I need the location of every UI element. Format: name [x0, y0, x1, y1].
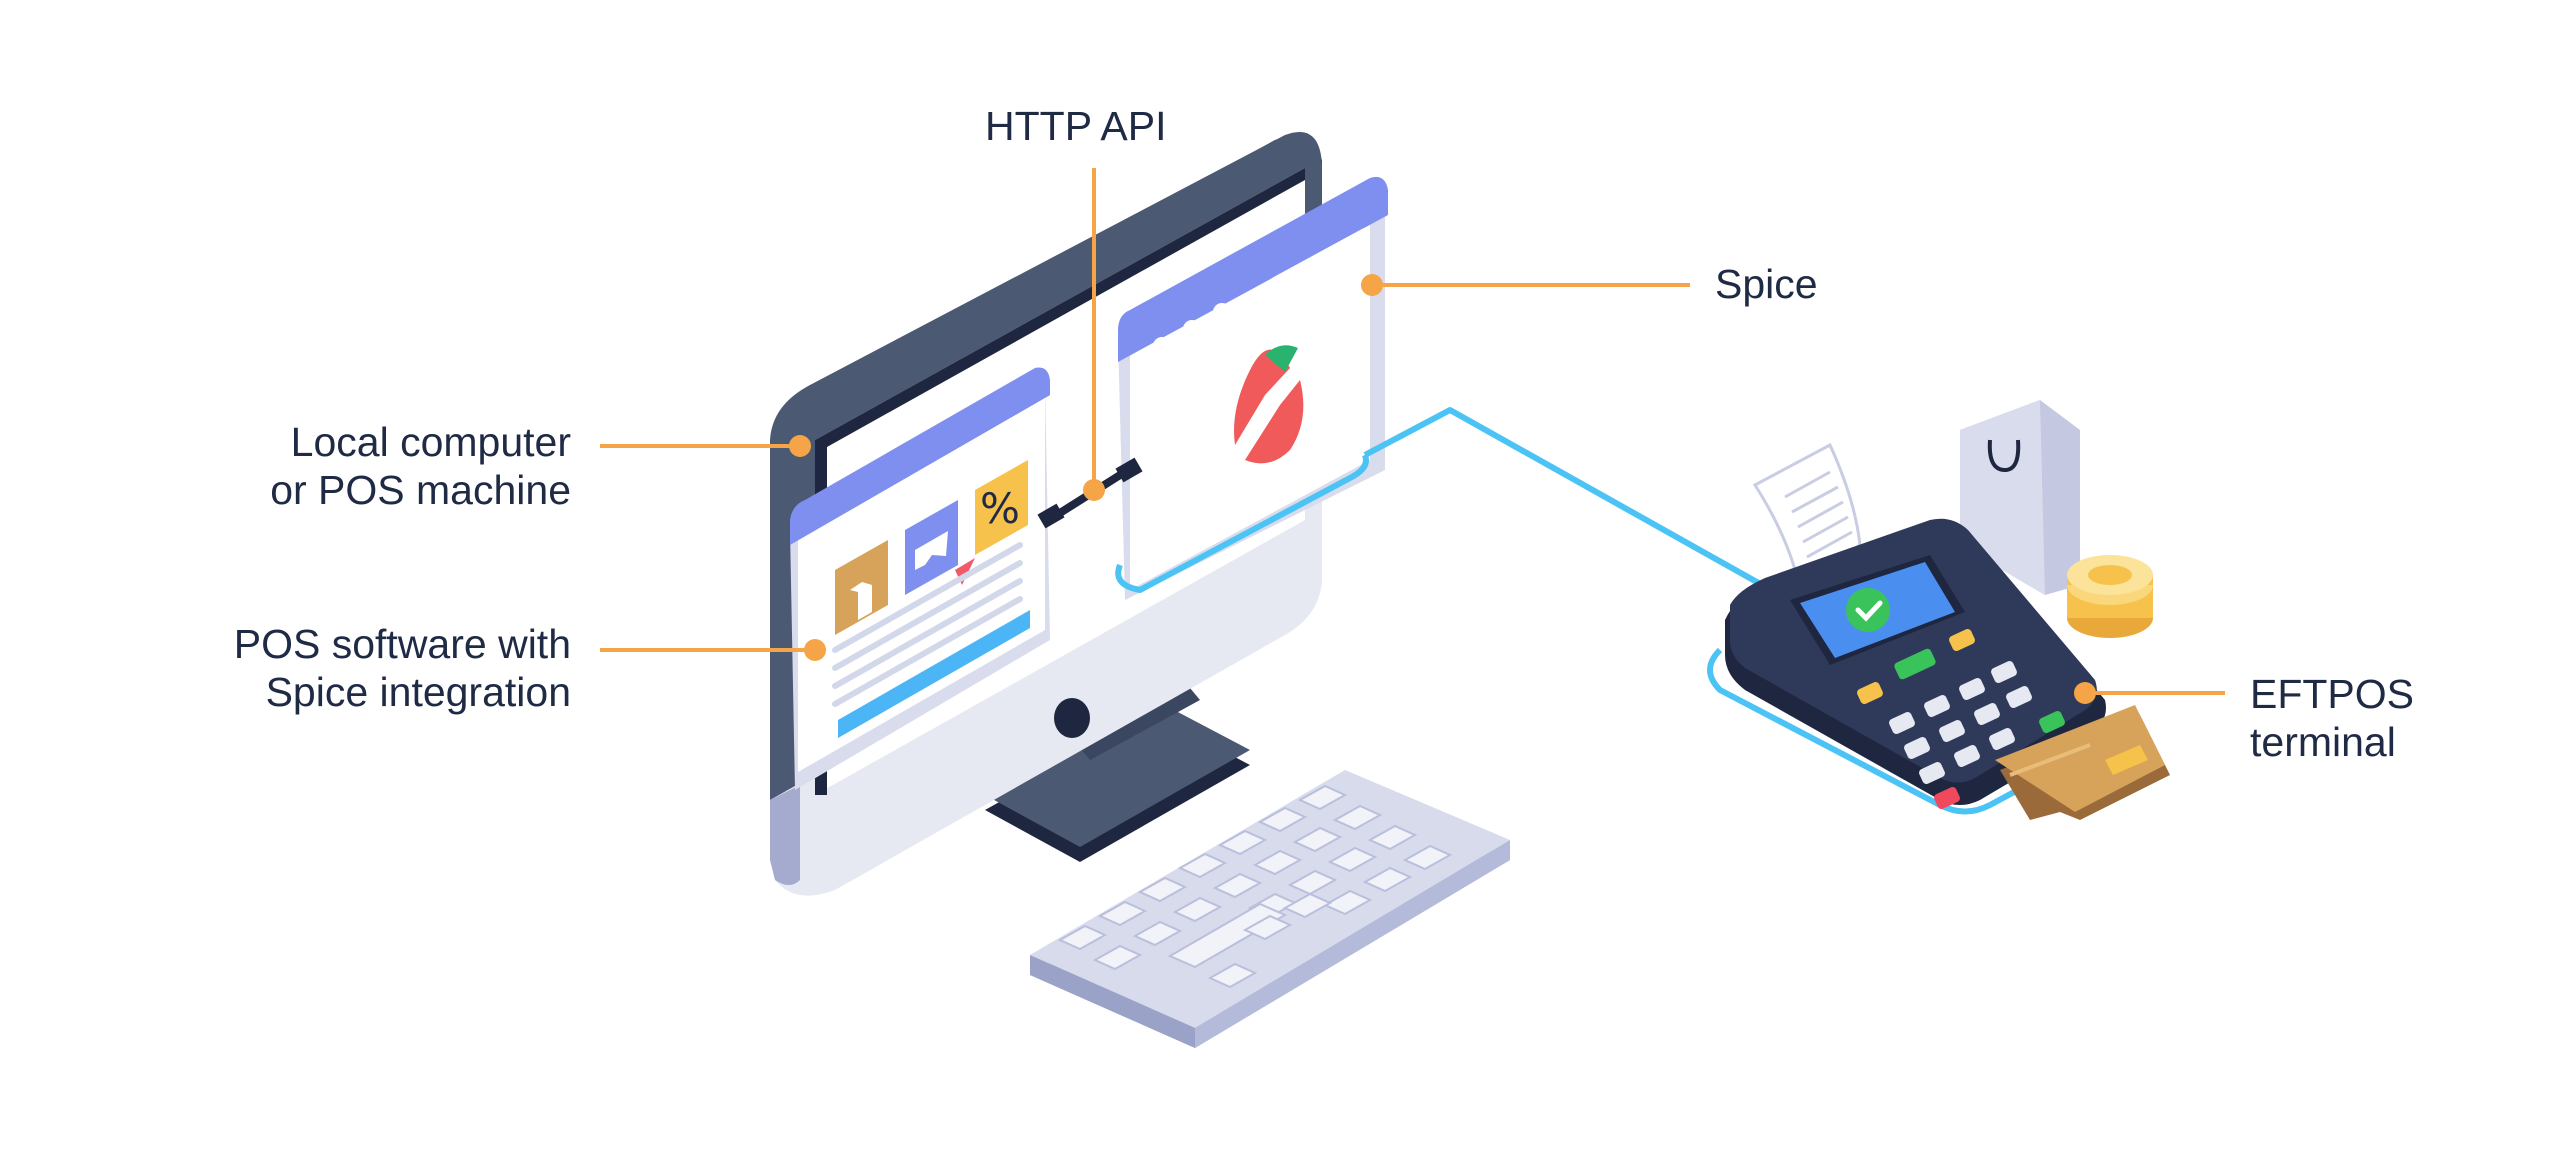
callout-dot-pos-software	[804, 639, 826, 661]
label-pos-software-line-2: Spice integration	[265, 669, 571, 715]
label-pos-software-line-1: POS software with	[233, 621, 571, 667]
percent-tag: %	[980, 484, 1020, 533]
callout-dot-eftpos	[2074, 682, 2096, 704]
keyboard	[1030, 770, 1510, 1048]
label-local-computer-line-2: or POS machine	[270, 467, 571, 513]
label-http-api: HTTP API	[985, 103, 1167, 149]
credit-card-icon	[1995, 705, 2170, 820]
label-pos-software: POS software with Spice integration	[234, 620, 571, 716]
callout-dot-http-api	[1083, 479, 1105, 501]
label-eftpos: EFTPOS terminal	[2250, 670, 2414, 766]
label-eftpos-line-2: terminal	[2250, 719, 2396, 765]
callout-dots	[789, 274, 2096, 704]
pos-software-window: %	[790, 367, 1050, 790]
spice-logo-icon	[1234, 345, 1304, 464]
label-local-computer-line-1: Local computer	[290, 419, 571, 465]
label-local-computer: Local computer or POS machine	[270, 418, 571, 514]
label-eftpos-line-1: EFTPOS	[2250, 671, 2415, 717]
callout-dot-spice	[1361, 274, 1383, 296]
coins-icon	[2067, 555, 2153, 638]
callout-dot-local-computer	[789, 435, 811, 457]
callout-lines	[600, 168, 2225, 695]
eftpos-terminal	[1725, 442, 2170, 820]
label-spice: Spice	[1715, 261, 1818, 307]
